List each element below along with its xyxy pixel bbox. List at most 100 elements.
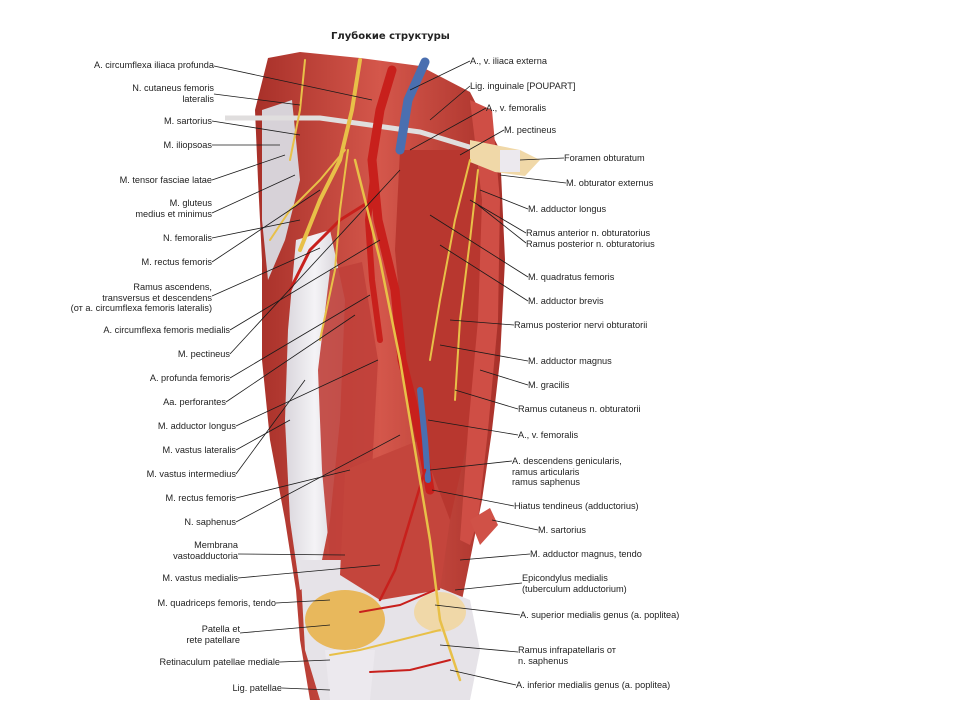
leader-lines-right [409,60,567,686]
label-m-vastus-lateralis: M. vastus lateralis [162,445,236,456]
nerve-femoralis-branch-2 [319,149,349,341]
label-m-adductor-longus-right: M. adductor longus [528,204,606,215]
label-lig-patellae: Lig. patellae [232,683,282,694]
inguinal-ligament [225,115,513,163]
label-m-adductor-brevis: M. adductor brevis [528,296,604,307]
label-line: medius et minimus [135,208,212,219]
leader-line [235,469,351,499]
vessels [288,57,451,673]
label-line: vastoadductoria [173,550,238,561]
artery-inferior-genus [369,659,451,673]
artery-profunda [364,167,383,343]
label-line: Ramus ascendens, [133,282,212,292]
label-m-obturator-externus: M. obturator externus [566,178,653,189]
label-line: M. adductor magnus, tendo [530,549,642,559]
label-retinaculum: Retinaculum patellae mediale [159,657,280,668]
label-line: M. pectineus [177,349,230,359]
label-a-profunda-femoris: A. profunda femoris [150,373,230,384]
leader-line [469,199,527,234]
artery-femoralis [367,65,435,495]
leader-line [211,247,321,297]
leader-line [229,294,371,379]
leader-line [429,85,471,121]
patella-shape [305,590,385,650]
label-m-sartorius-upper: M. sartorius [164,116,212,127]
label-line: Ramus cutaneus n. obturatorii [518,404,641,414]
leader-line [281,687,331,691]
label-line: M. rectus femoris [141,257,212,267]
label-hiatus-tendineus: Hiatus tendineus (adductorius) [514,501,639,512]
leader-line [235,434,401,523]
pelvic-structures [225,115,540,176]
label-line: Ramus posterior nervi obturatorii [514,320,648,330]
leader-line [439,344,529,362]
label-m-quadriceps-tendo: M. quadriceps femoris, tendo [158,598,276,609]
label-n-femoralis: N. femoralis [163,233,212,244]
label-line: M. iliopsoas [163,140,212,150]
label-line: ramus saphenus [512,477,580,487]
label-lig-inguinale: Lig. inguinale [POUPART] [470,81,575,92]
label-m-vastus-intermedius: M. vastus intermedius [147,469,236,480]
leader-line [439,244,529,302]
label-line: Patella et [201,624,240,634]
label-n-saphenus: N. saphenus [184,517,236,528]
vein-iliaca [395,57,430,155]
leader-line [429,460,513,471]
label-line: M. pectineus [504,125,557,135]
label-line: M. gracilis [528,380,570,390]
leader-line [409,107,487,151]
artery-superior-genus [359,589,436,613]
leader-line [409,60,471,91]
leader-line [429,214,529,278]
leader-line [235,419,291,451]
label-line: M. adductor longus [157,421,236,431]
leader-line [449,669,517,686]
leader-lines-left [211,65,401,691]
label-line: lateralis [182,93,214,104]
leader-line [479,189,529,210]
label-line: M. vastus medialis [162,573,238,583]
artery-descendens-genicularis [378,468,427,602]
label-line: N. saphenus [184,517,236,527]
label-a-v-femoralis-lower: A., v. femoralis [518,430,578,441]
sartorius-cut-end [470,508,498,545]
label-a-v-iliaca-externa: A., v. iliaca externa [470,56,547,67]
leader-line [454,582,523,591]
label-m-rectus-femoris-upper: M. rectus femoris [142,257,212,268]
leader-line [427,419,519,436]
leader-line [229,239,381,331]
label-line: transversus et descendens [102,292,212,303]
label-line: M. adductor magnus [528,356,612,366]
label-line: (tuberculum adductorium) [522,583,627,594]
leader-line [439,644,519,653]
label-line: N. femoralis [162,233,212,243]
leader-line [434,604,521,616]
leader-line [225,314,356,403]
label-foramen-obturatum: Foramen obturatum [564,153,645,164]
label-line: M. gluteus [169,198,212,208]
nerve-obturatorius-posterior [454,169,479,401]
label-a-v-femoralis-upper: A., v. femoralis [486,103,546,114]
leader-line [235,359,379,427]
label-ramus-ascendens: Ramus ascendens,transversus et descenden… [71,282,212,314]
label-line: M. adductor brevis [528,296,604,306]
label-line: A., v. femoralis [486,103,547,113]
leader-line [213,65,373,101]
label-line: (от a. circumflexa femoris lateralis) [70,303,212,313]
label-ramus-cutaneus: Ramus cutaneus n. obturatorii [518,404,641,415]
label-line: Membrana [194,540,238,550]
leader-line [237,553,346,556]
label-line: Retinaculum patellae mediale [159,657,280,667]
label-line: M. rectus femoris [165,493,236,503]
label-m-rectus-femoris-lower: M. rectus femoris [166,493,236,504]
label-line: M. quadratus femoris [528,272,615,282]
label-line: Hiatus tendineus (adductorius) [514,501,639,511]
label-line: M. vastus lateralis [162,445,236,455]
label-line: Ramus anterior n. obturatorius [526,228,651,238]
leader-line [229,169,401,355]
